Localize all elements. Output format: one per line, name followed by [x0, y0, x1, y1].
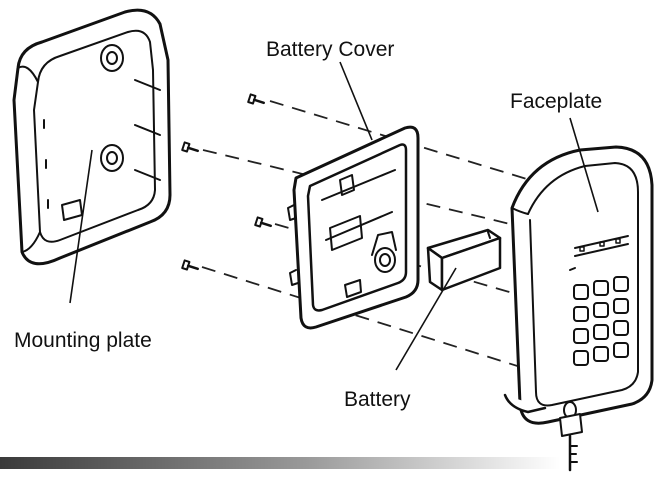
faceplate-part — [503, 145, 654, 472]
screw-3 — [254, 216, 272, 228]
label-faceplate: Faceplate — [510, 90, 602, 113]
keypad — [573, 276, 629, 366]
leader-battery-cover — [339, 61, 373, 141]
leader-mounting-plate — [69, 149, 93, 304]
label-mounting-plate: Mounting plate — [14, 329, 152, 352]
screw-2 — [181, 141, 199, 153]
screw-4 — [181, 259, 199, 271]
screw-1 — [247, 93, 265, 105]
battery-part — [426, 228, 502, 292]
leader-lines — [69, 61, 599, 371]
label-battery: Battery — [344, 388, 411, 411]
screws — [181, 93, 272, 271]
leader-faceplate — [569, 117, 599, 213]
key-icon — [559, 401, 583, 472]
leader-battery — [395, 267, 457, 371]
footer-gradient-bar — [0, 457, 560, 469]
mounting-plate-part — [12, 8, 172, 266]
guide-line-4 — [201, 266, 528, 370]
label-battery-cover: Battery Cover — [266, 38, 394, 61]
battery-cover-part — [287, 125, 420, 330]
